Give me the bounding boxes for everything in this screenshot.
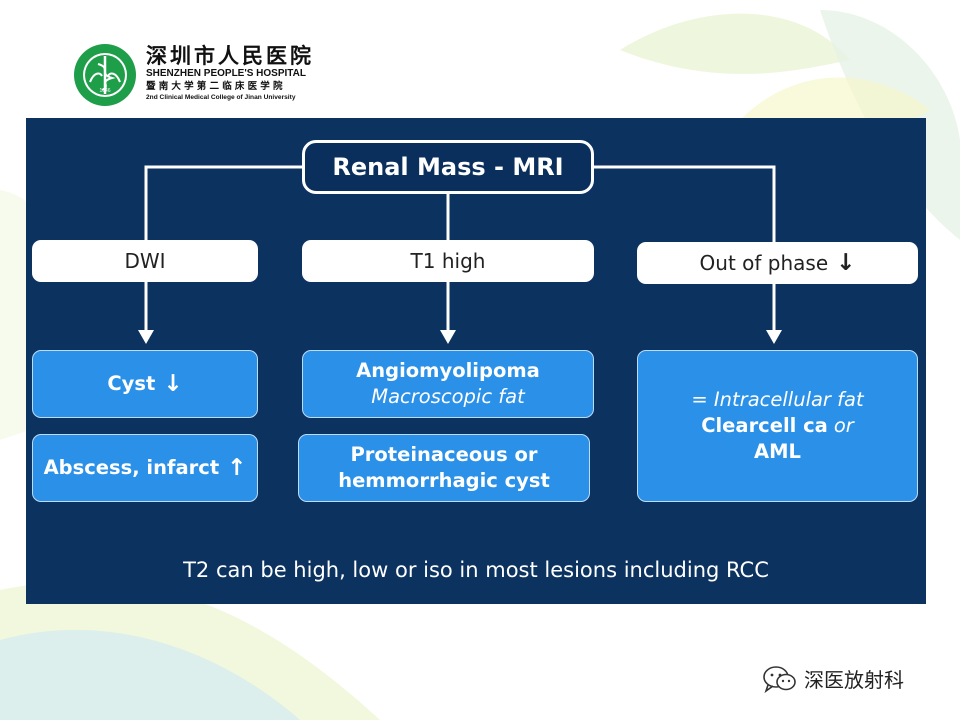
result-cyst-text: Cyst: [107, 372, 156, 395]
result-intracellular-fat: = Intracellular fat Clearcell ca or AML: [637, 350, 918, 502]
hospital-name-en: SHENZHEN PEOPLE'S HOSPITAL: [146, 68, 306, 79]
arrow-down-icon: ↓: [836, 249, 856, 276]
arrowhead-middle: [440, 330, 456, 344]
result-or-text: or: [833, 414, 854, 437]
arrow-up-icon: ↑: [227, 454, 247, 481]
label-t1-high: T1 high: [302, 240, 594, 282]
footnote: T2 can be high, low or iso in most lesio…: [183, 558, 769, 582]
label-dwi-text: DWI: [124, 249, 166, 273]
hospital-name-block: 深圳市人民医院 SHENZHEN PEOPLE'S HOSPITAL 暨南大学第…: [146, 44, 316, 102]
result-aml-text: AML: [754, 440, 801, 463]
affiliation-cn: 暨南大学第二临床医学院: [146, 81, 286, 92]
label-out-of-phase-text: Out of phase: [699, 251, 829, 275]
affiliation-en: 2nd Clinical Medical College of Jinan Un…: [146, 94, 296, 101]
hospital-name-cn: 深圳市人民医院: [146, 43, 314, 68]
arrowhead-left: [138, 330, 154, 344]
result-angiomyolipoma-text: Angiomyolipoma: [356, 359, 540, 382]
arrow-down-icon: ↓: [163, 370, 183, 397]
result-abscess-infarct: Abscess, infarct ↑: [32, 434, 258, 502]
label-out-of-phase: Out of phase ↓: [637, 242, 918, 284]
result-angiomyolipoma: Angiomyolipoma Macroscopic fat: [302, 350, 594, 418]
result-cyst: Cyst ↓: [32, 350, 258, 418]
result-proteinaceous-line2: hemmorrhagic cyst: [338, 469, 550, 492]
logo-year: 1946: [99, 88, 110, 94]
result-intracellular-fat-text: = Intracellular fat: [691, 388, 864, 411]
label-t1-high-text: T1 high: [410, 249, 486, 273]
result-abscess-infarct-text: Abscess, infarct: [43, 456, 220, 479]
hospital-logo: 1946: [74, 44, 136, 106]
result-proteinaceous-cyst: Proteinaceous or hemmorrhagic cyst: [298, 434, 590, 502]
wechat-icon: [763, 665, 796, 693]
diagram-title: Renal Mass - MRI: [302, 140, 594, 194]
wechat-watermark: 深医放射科: [762, 664, 904, 693]
result-proteinaceous-line1: Proteinaceous or: [350, 443, 538, 466]
diagram-panel: Renal Mass - MRI DWI T1 high Out of phas…: [26, 118, 926, 604]
result-macroscopic-fat-text: Macroscopic fat: [371, 385, 525, 408]
wechat-account-name: 深医放射科: [804, 668, 904, 692]
label-dwi: DWI: [32, 240, 258, 282]
result-clearcell-text: Clearcell ca: [701, 414, 828, 437]
arrowhead-right: [766, 330, 782, 344]
